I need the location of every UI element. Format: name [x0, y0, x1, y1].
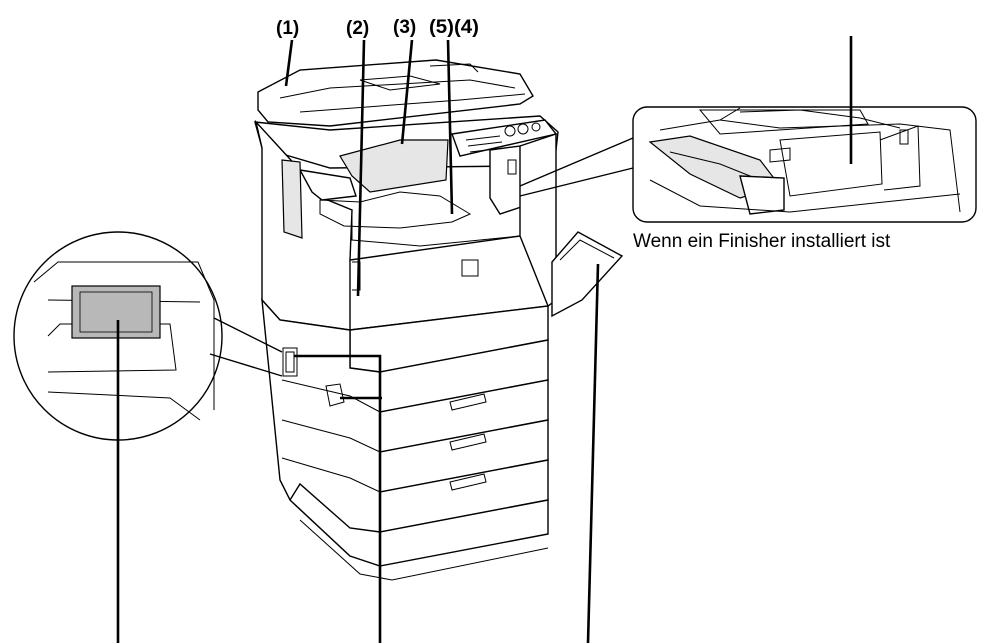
- label-part-4-5: (5)(4): [429, 17, 479, 38]
- document-feeder: [258, 60, 533, 126]
- printer-body: [255, 60, 558, 580]
- label-part-2: (2): [346, 18, 369, 39]
- bypass-tray: [552, 232, 622, 316]
- label-part-3: (3): [393, 17, 416, 38]
- finisher-inset: [633, 107, 976, 222]
- label-part-1: (1): [276, 18, 299, 39]
- finisher-caption: Wenn ein Finisher installiert ist: [633, 231, 891, 252]
- power-switch: [72, 286, 160, 338]
